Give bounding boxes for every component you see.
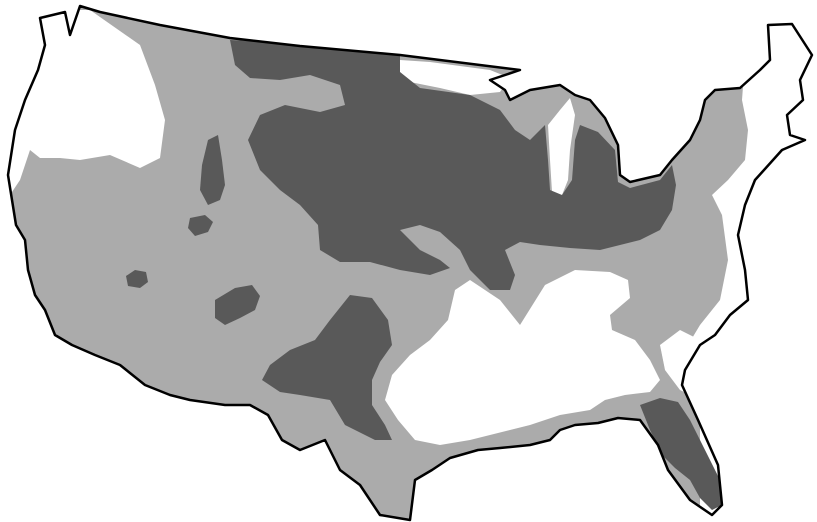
dark-zone-utah-small (188, 215, 213, 236)
dark-zone-florida (640, 398, 722, 510)
dark-zone-idaho-montana (200, 135, 225, 205)
white-zone-lake-michigan (548, 98, 575, 195)
white-zone-southeast (385, 270, 660, 445)
dark-zone-north-central (230, 40, 676, 290)
dark-zone-texas-oklahoma (262, 295, 392, 440)
us-outline (6, 4, 814, 522)
dark-zone-colorado (215, 285, 260, 325)
dark-zone-nevada-small (126, 270, 148, 288)
white-zone-upper-michigan (400, 60, 510, 95)
